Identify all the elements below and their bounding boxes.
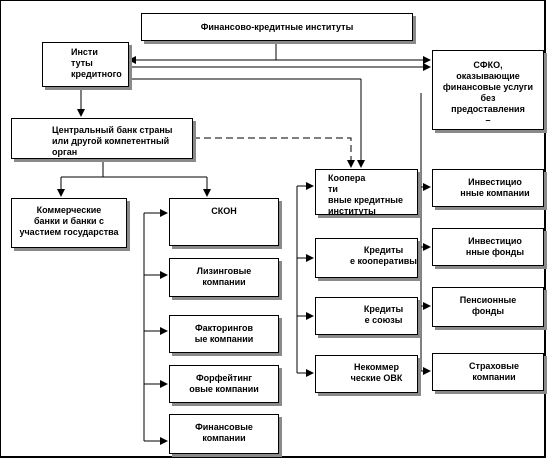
node-skon: СКОН	[169, 198, 279, 246]
node-instituty-kreditnogo: Инсти туты кредитного	[42, 42, 129, 87]
node-label: Инсти туты кредитного	[71, 47, 122, 79]
node-kreditnye-kooperativy: Кредиты е кооперативы	[315, 238, 418, 278]
node-strahovye-kompanii: Страховые компании	[432, 353, 544, 391]
node-label: Инвестицио нные фонды	[465, 236, 525, 257]
node-kooperativnye-kreditnye-instituty: Коопера ти вные кредитные институты	[315, 169, 418, 215]
link-cb-kki-dashed	[193, 137, 355, 168]
node-label: Некоммер ческие ОВК	[350, 362, 403, 383]
node-label: СКОН	[211, 206, 237, 216]
node-label: Кредиты е союзы	[363, 304, 404, 325]
node-sfko: СФКО, оказывающие финансовые услуги без …	[432, 50, 544, 130]
node-label: Пенсионные фонды	[459, 295, 517, 316]
node-finansovo-kreditnye-instituty: Финансово-кредитные институты	[141, 13, 413, 41]
node-faktoringovye-kompanii: Факторингов ые компании	[169, 315, 279, 353]
node-label: Форфейтинг овые компании	[189, 373, 259, 394]
node-label: Финансово-кредитные институты	[200, 22, 354, 32]
node-lizingovye-kompanii: Лизинговые компании	[169, 258, 279, 297]
node-centralnyi-bank: Центральный банк страны или другой компе…	[11, 118, 193, 159]
node-label: Коопера ти вные кредитные институты	[328, 173, 403, 215]
node-label: Коммерческие банки и банки с участием го…	[19, 205, 119, 237]
node-label: Инвестицио нные компании	[460, 177, 530, 198]
node-label: Факторингов ые компании	[194, 323, 254, 344]
node-label: Кредиты е кооперативы	[350, 245, 417, 266]
node-label: Страховые компании	[469, 361, 519, 382]
node-label: СФКО, оказывающие финансовые услуги без …	[442, 60, 534, 125]
node-label: Финансовые компании	[195, 422, 253, 443]
node-label: Центральный банк страны или другой компе…	[52, 125, 173, 157]
node-kommercheskie-banki: Коммерческие банки и банки с участием го…	[11, 198, 127, 248]
diagram-canvas: Финансово-кредитные институты Инсти туты…	[0, 0, 546, 458]
node-label: Лизинговые компании	[196, 266, 252, 287]
node-pensionnye-fondy: Пенсионные фонды	[432, 287, 544, 327]
node-investicionnye-kompanii: Инвестицио нные компании	[432, 169, 544, 207]
node-kreditnye-soyuzy: Кредиты е союзы	[315, 297, 418, 335]
node-nekommercheskie-ovk: Некоммер ческие ОВК	[315, 355, 418, 393]
node-investicionnye-fondy: Инвестицио нные фонды	[432, 228, 544, 266]
node-finansovye-kompanii: Финансовые компании	[169, 414, 279, 454]
node-forfeitingovye-kompanii: Форфейтинг овые компании	[169, 365, 279, 403]
